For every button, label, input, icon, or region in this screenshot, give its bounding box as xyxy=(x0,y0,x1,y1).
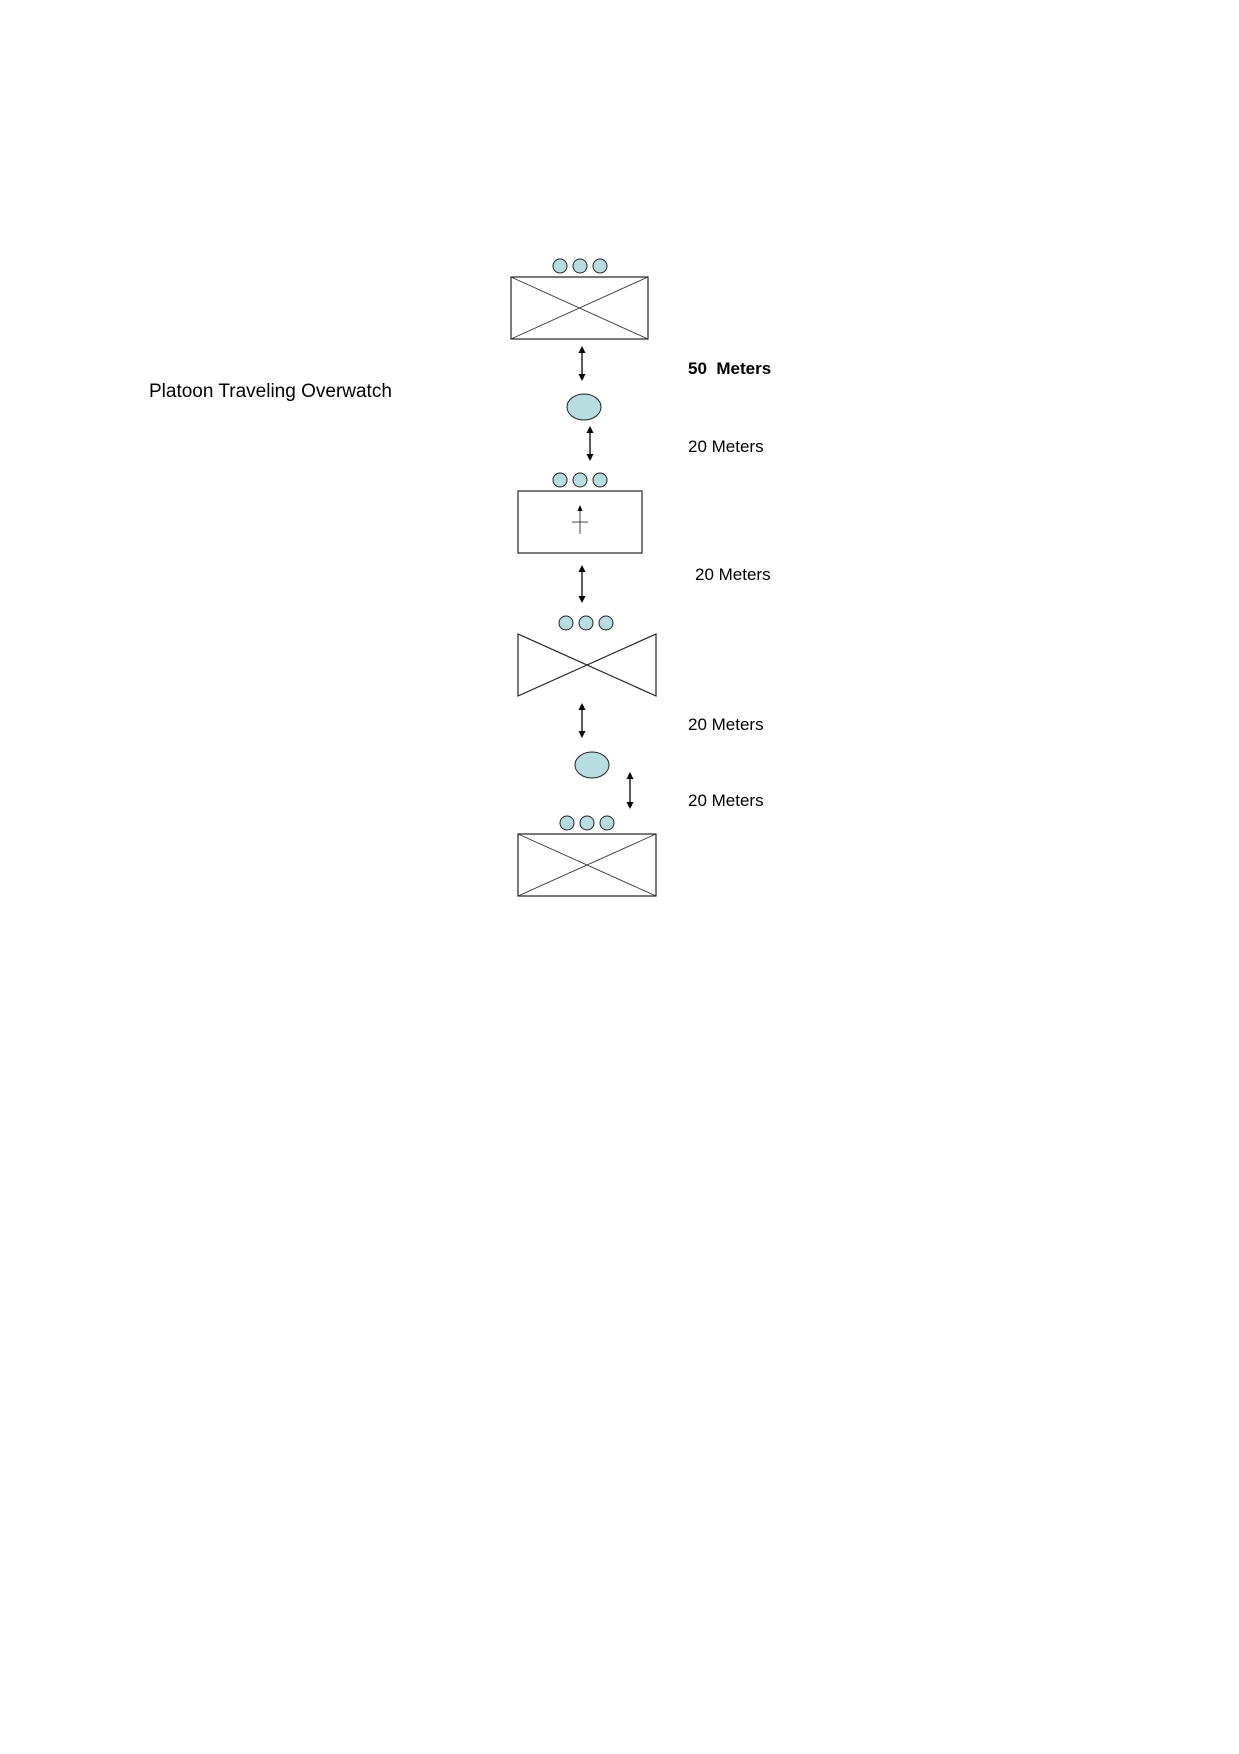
distance-label-2: 20 Meters xyxy=(688,437,764,456)
double-arrow-icon xyxy=(626,772,634,809)
distance-label-5: 20 Meters xyxy=(688,791,764,810)
soldier-icon xyxy=(572,258,588,274)
soldier-icon xyxy=(598,615,614,631)
platoon-sergeant-oval xyxy=(574,751,610,779)
headquarters-element xyxy=(517,472,643,554)
soldier-icon xyxy=(558,615,574,631)
trail-squad xyxy=(517,815,657,897)
soldier-icon xyxy=(592,472,608,488)
distance-label-3: 20 Meters xyxy=(695,565,771,584)
soldier-icon xyxy=(578,615,594,631)
soldier-icon xyxy=(552,258,568,274)
double-arrow-icon xyxy=(578,565,586,603)
distance-label-4: 20 Meters xyxy=(688,715,764,734)
lead-squad xyxy=(510,258,649,340)
soldier-icon xyxy=(599,815,615,831)
distance-label-1: 50 Meters xyxy=(688,359,771,378)
double-arrow-icon xyxy=(578,346,586,381)
double-arrow-icon xyxy=(578,703,586,738)
soldier-icon xyxy=(559,815,575,831)
diagram-title: Platoon Traveling Overwatch xyxy=(149,381,392,402)
bowtie-icon xyxy=(517,633,657,697)
soldier-icon xyxy=(592,258,608,274)
soldier-icon xyxy=(579,815,595,831)
soldier-icon xyxy=(572,472,588,488)
soldier-icon xyxy=(552,472,568,488)
platoon-leader-oval xyxy=(566,393,602,421)
weapons-squad xyxy=(517,615,657,697)
double-arrow-icon xyxy=(586,426,594,461)
